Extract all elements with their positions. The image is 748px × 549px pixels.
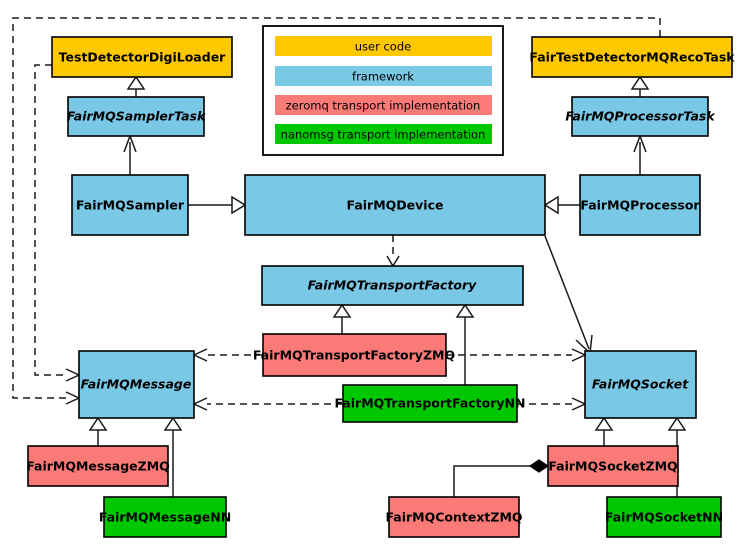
arrowhead-hollow-socketzmq-socket — [594, 416, 614, 431]
node-box-fairmqsamplertask[interactable] — [67, 96, 205, 137]
node-box-fairmqmessagenn[interactable] — [103, 496, 227, 538]
node-box-fairmqtransportfactory[interactable] — [261, 265, 524, 306]
edge-device-to-socket — [544, 235, 590, 350]
node-box-fairtestdetectormqrecotask[interactable] — [531, 36, 733, 78]
node-label-fairmqsampler: FairMQSampler — [76, 198, 185, 213]
node-box-fairmqtransportfactoryzmq[interactable] — [262, 333, 447, 377]
node-fairmqmessagenn[interactable]: FairMQMessageNN — [99, 496, 231, 538]
node-box-fairmqcontextzmq[interactable] — [388, 496, 520, 538]
arrowhead-diamond-contextzmq-socketzmq — [528, 459, 550, 473]
node-box-fairmqsocketzmq[interactable] — [547, 445, 679, 487]
node-label-fairmqprocessor: FairMQProcessor — [580, 198, 700, 213]
node-box-fairmqsocket[interactable] — [584, 350, 697, 419]
node-label-fairmqtransportfactorynn: FairMQTransportFactoryNN — [335, 396, 526, 411]
node-fairmqtransportfactorynn[interactable]: FairMQTransportFactoryNN — [335, 384, 526, 423]
legend: user code framework zeromq transport imp… — [262, 25, 504, 156]
edge-digiloader-to-message — [34, 64, 66, 376]
node-box-fairmqsampler[interactable] — [71, 174, 189, 236]
node-fairmqsocketzmq[interactable]: FairMQSocketZMQ — [547, 445, 679, 487]
arrowhead-open-factoryzmq-message — [192, 348, 208, 362]
node-box-testdetectordigiloader[interactable] — [51, 36, 233, 78]
edge-contextzmq-to-socketzmq — [453, 465, 530, 497]
legend-label-framework: framework — [352, 70, 414, 84]
arrowhead-open-factoryzmq-socket — [571, 348, 587, 362]
arrowhead-open-recotask-message — [65, 391, 81, 405]
node-label-fairmqsocket: FairMQSocket — [592, 377, 689, 392]
edge-layer — [12, 17, 687, 497]
node-fairmqsocketnn[interactable]: FairMQSocketNN — [605, 496, 723, 538]
node-label-fairtestdetectormqrecotask: FairTestDetectorMQRecoTask — [529, 50, 735, 65]
node-label-testdetectordigiloader: TestDetectorDigiLoader — [59, 50, 227, 65]
node-label-fairmqmessagenn: FairMQMessageNN — [99, 510, 231, 525]
legend-swatch-nanomsg — [275, 124, 492, 144]
arrowhead-open-device-transportfactory — [386, 255, 400, 268]
node-label-fairmqmessagezmq: FairMQMessageZMQ — [26, 459, 170, 474]
arrowhead-hollow-messagenn-message — [163, 416, 183, 431]
node-fairmqtransportfactoryzmq[interactable]: FairMQTransportFactoryZMQ — [253, 333, 455, 377]
node-label-fairmqsocketzmq: FairMQSocketZMQ — [548, 459, 677, 474]
node-fairmqprocessortask[interactable]: FairMQProcessorTask — [565, 96, 715, 137]
arrowhead-hollow-sampler-device — [231, 195, 247, 215]
node-label-fairmqtransportfactoryzmq: FairMQTransportFactoryZMQ — [253, 348, 455, 363]
node-label-fairmqdevice: FairMQDevice — [347, 198, 444, 213]
node-box-fairmqsocketnn[interactable] — [606, 496, 722, 538]
node-fairmqtransportfactory[interactable]: FairMQTransportFactory — [261, 265, 524, 306]
node-box-fairmqprocessor[interactable] — [579, 174, 701, 236]
node-box-fairmqmessagezmq[interactable] — [27, 445, 169, 487]
node-fairtestdetectormqrecotask[interactable]: FairTestDetectorMQRecoTask — [529, 36, 735, 78]
node-label-fairmqsocketnn: FairMQSocketNN — [605, 510, 723, 525]
arrowhead-open-factorynn-socket — [571, 397, 587, 411]
node-fairmqdevice[interactable]: FairMQDevice — [244, 174, 546, 236]
arrowhead-hollow-messagezmq-message — [88, 416, 108, 431]
legend-swatch-user-code — [275, 36, 492, 56]
arrowhead-hollow-processortask-recotask — [630, 75, 650, 90]
node-box-fairmqmessage[interactable] — [78, 350, 195, 419]
node-box-fairmqdevice[interactable] — [244, 174, 546, 236]
node-fairmqmessagezmq[interactable]: FairMQMessageZMQ — [26, 445, 170, 487]
arrowhead-hollow-factoryzmq-transportfactory — [332, 303, 352, 318]
arrowhead-open-digiloader-message — [65, 368, 81, 382]
node-box-fairmqtransportfactorynn[interactable] — [342, 384, 518, 423]
node-fairmqmessage[interactable]: FairMQMessage — [78, 350, 195, 419]
legend-label-user-code: user code — [355, 40, 411, 54]
legend-label-zeromq: zeromq transport implementation — [286, 99, 481, 113]
arrowhead-hollow-processor-device — [543, 195, 559, 215]
node-fairmqprocessor[interactable]: FairMQProcessor — [579, 174, 701, 236]
node-label-fairmqprocessortask: FairMQProcessorTask — [565, 109, 715, 124]
node-label-fairmqcontextzmq: FairMQContextZMQ — [385, 510, 522, 525]
arrowhead-open-factorynn-message — [192, 397, 208, 411]
node-label-fairmqmessage: FairMQMessage — [81, 377, 192, 392]
edge-recotask-to-message — [12, 17, 661, 399]
node-label-fairmqsamplertask: FairMQSamplerTask — [67, 109, 206, 124]
node-layer: TestDetectorDigiLoader FairTestDetectorM… — [26, 36, 735, 538]
legend-label-nanomsg: nanomsg transport implementation — [281, 128, 486, 142]
arrowhead-hollow-socketnn-socket — [667, 416, 687, 431]
node-fairmqsamplertask[interactable]: FairMQSamplerTask — [67, 96, 206, 137]
node-box-fairmqprocessortask[interactable] — [571, 96, 709, 137]
legend-swatch-zeromq — [275, 95, 492, 115]
node-testdetectordigiloader[interactable]: TestDetectorDigiLoader — [51, 36, 233, 78]
arrowhead-hollow-samplertask-digiloader — [126, 75, 146, 90]
node-fairmqsocket[interactable]: FairMQSocket — [584, 350, 697, 419]
legend-swatch-framework — [275, 66, 492, 86]
node-fairmqcontextzmq[interactable]: FairMQContextZMQ — [385, 496, 523, 538]
node-fairmqsampler[interactable]: FairMQSampler — [71, 174, 189, 236]
node-label-fairmqtransportfactory: FairMQTransportFactory — [308, 278, 477, 293]
arrowhead-hollow-factorynn-transportfactory — [455, 303, 475, 318]
